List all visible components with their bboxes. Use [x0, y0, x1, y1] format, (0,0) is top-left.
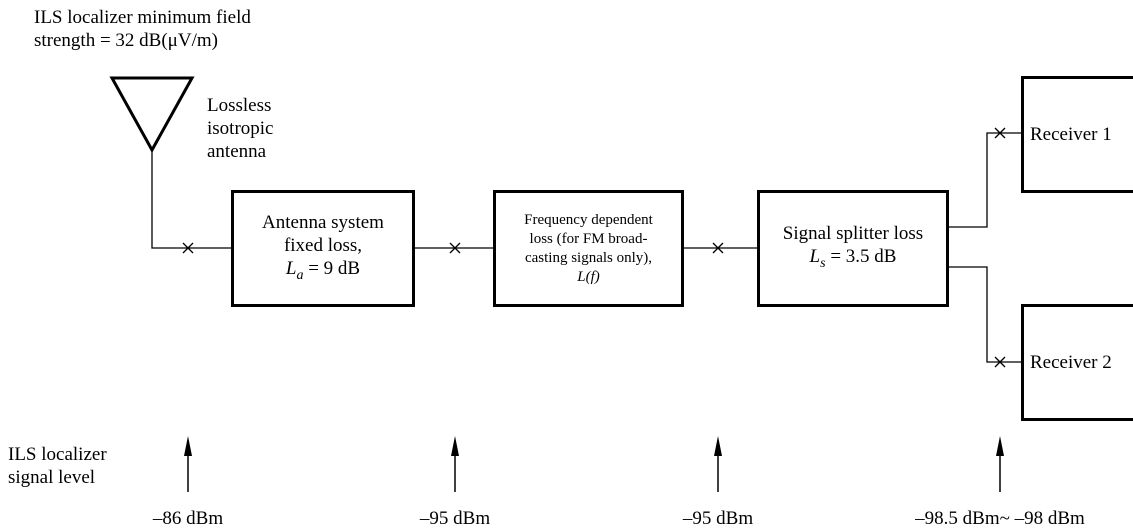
measurement-point-2-icon: [449, 242, 461, 254]
receiver-2-box: Receiver 2: [1021, 304, 1133, 421]
antenna-system-line2: fixed loss,: [283, 234, 363, 256]
splitter-loss-formula: Ls = 3.5 dB: [810, 245, 897, 275]
measurement-point-1-icon: [182, 242, 194, 254]
wire-splitter-to-receiver1: [948, 132, 1022, 228]
field-strength-line1: ILS localizer minimum field: [34, 7, 251, 28]
measurement-point-4b-icon: [994, 356, 1006, 368]
splitter-loss-symbol: L: [809, 246, 821, 268]
frequency-dependent-loss-box: Frequency dependent loss (for FM broad- …: [493, 190, 684, 307]
splitter-line1: Signal splitter loss: [782, 223, 924, 245]
freq-line4: L(f): [577, 268, 600, 285]
signal-level-value-2: –95 dBm: [419, 508, 491, 529]
freq-line1: Frequency dependent: [524, 211, 653, 228]
freq-line2: loss (for FM broad-: [529, 230, 648, 247]
splitter-loss-value: = 3.5 dB: [825, 246, 897, 268]
level-arrow-4-icon: [996, 436, 1004, 492]
measurement-point-3-icon: [712, 242, 724, 254]
receiver-1-box: Receiver 1: [1021, 76, 1133, 193]
antenna-system-loss-value: = 9 dB: [303, 257, 361, 279]
level-arrow-2-icon: [451, 436, 459, 492]
antenna-label-line1: Lossless: [207, 95, 272, 116]
signal-level-label-line1: ILS localizer: [8, 444, 107, 465]
antenna-feed-wire: [151, 150, 232, 249]
antenna-system-loss-symbol: L: [285, 257, 297, 279]
signal-level-label-line2: signal level: [8, 467, 96, 488]
signal-level-label: ILS localizer signal level: [8, 443, 107, 489]
freq-line3: casting signals only),: [524, 249, 653, 266]
antenna-icon: [109, 76, 195, 154]
signal-level-value-3: –95 dBm: [682, 508, 754, 529]
level-arrow-1-icon: [184, 436, 192, 492]
level-arrow-3-icon: [714, 436, 722, 492]
antenna-system-loss-formula: La = 9 dB: [286, 257, 360, 287]
antenna-system-loss-subscript: a: [296, 267, 304, 283]
field-strength-caption: ILS localizer minimum field strength = 3…: [34, 6, 251, 52]
field-strength-line2: strength = 32 dB(μV/m): [34, 30, 218, 51]
signal-level-value-1: –86 dBm: [152, 508, 224, 529]
receiver-1-label: Receiver 1: [1030, 123, 1112, 145]
wire-splitter-to-receiver2: [948, 266, 1022, 363]
antenna-label-line3: antenna: [207, 141, 267, 162]
antenna-label-line2: isotropic: [207, 118, 274, 139]
antenna-system-loss-box: Antenna system fixed loss, La = 9 dB: [231, 190, 415, 307]
measurement-point-4a-icon: [994, 127, 1006, 139]
receiver-2-label: Receiver 2: [1030, 351, 1112, 373]
signal-level-value-4: –98.5 dBm~ –98 dBm: [915, 508, 1085, 529]
antenna-system-line1: Antenna system: [262, 211, 384, 233]
splitter-loss-subscript: s: [820, 255, 826, 271]
signal-splitter-loss-box: Signal splitter loss Ls = 3.5 dB: [757, 190, 949, 307]
antenna-label: Lossless isotropic antenna: [207, 94, 274, 163]
